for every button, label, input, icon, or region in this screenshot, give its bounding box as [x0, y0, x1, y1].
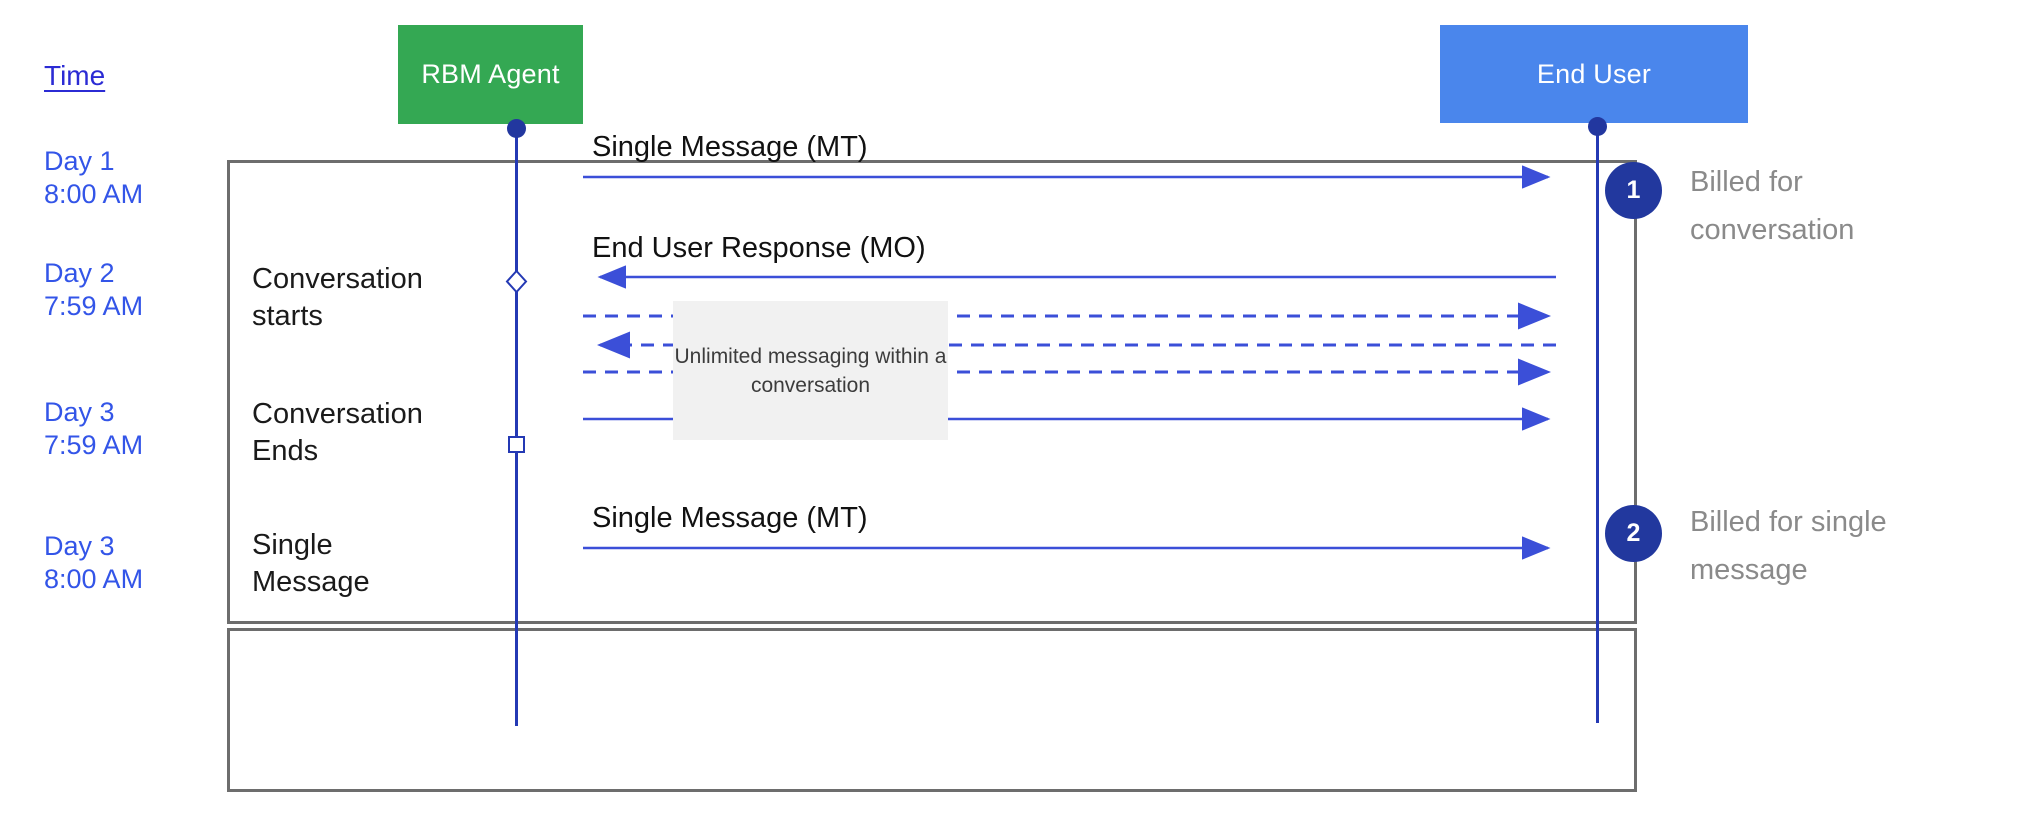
annotation-billed-for-single-message: Billed for single message — [1690, 506, 1887, 586]
actor-box-end-user[interactable]: End User — [1440, 25, 1748, 123]
note-unlimited-messaging: Unlimited messaging within a conversatio… — [673, 301, 948, 440]
status-badge-2: 2 — [1605, 505, 1662, 562]
actor-box-rbm-agent[interactable]: RBM Agent — [398, 25, 583, 124]
time-label-day2-759am: Day 2 7:59 AM — [44, 258, 144, 321]
lifeline-head-end-user-icon — [1588, 117, 1607, 136]
time-axis-header: Time — [44, 60, 106, 91]
lifeline-end-user — [1596, 122, 1599, 723]
lifeline-rbm-agent — [515, 124, 518, 726]
state-label-conversation-starts: Conversation starts — [252, 263, 423, 332]
annotation-billed-for-conversation: Billed for conversation — [1690, 166, 1855, 246]
caption-end-user-response-mo: End User Response (MO) — [592, 232, 926, 264]
conversation-start-diamond-icon — [505, 270, 528, 293]
time-label-day1-8am: Day 1 8:00 AM — [44, 146, 144, 209]
time-label-day3-759am: Day 3 7:59 AM — [44, 397, 144, 460]
time-label-day3-8am: Day 3 8:00 AM — [44, 531, 144, 594]
caption-single-message-mt-2: Single Message (MT) — [592, 502, 868, 534]
frame-conversation — [227, 160, 1637, 624]
status-badge-1: 1 — [1605, 162, 1662, 219]
frame-single-message — [227, 628, 1637, 792]
state-label-single-message: Single Message — [252, 529, 370, 598]
caption-single-message-mt-1: Single Message (MT) — [592, 131, 868, 163]
conversation-end-square-icon — [508, 436, 525, 453]
state-label-conversation-ends: Conversation Ends — [252, 398, 423, 467]
lifeline-head-rbm-agent-icon — [507, 119, 526, 138]
